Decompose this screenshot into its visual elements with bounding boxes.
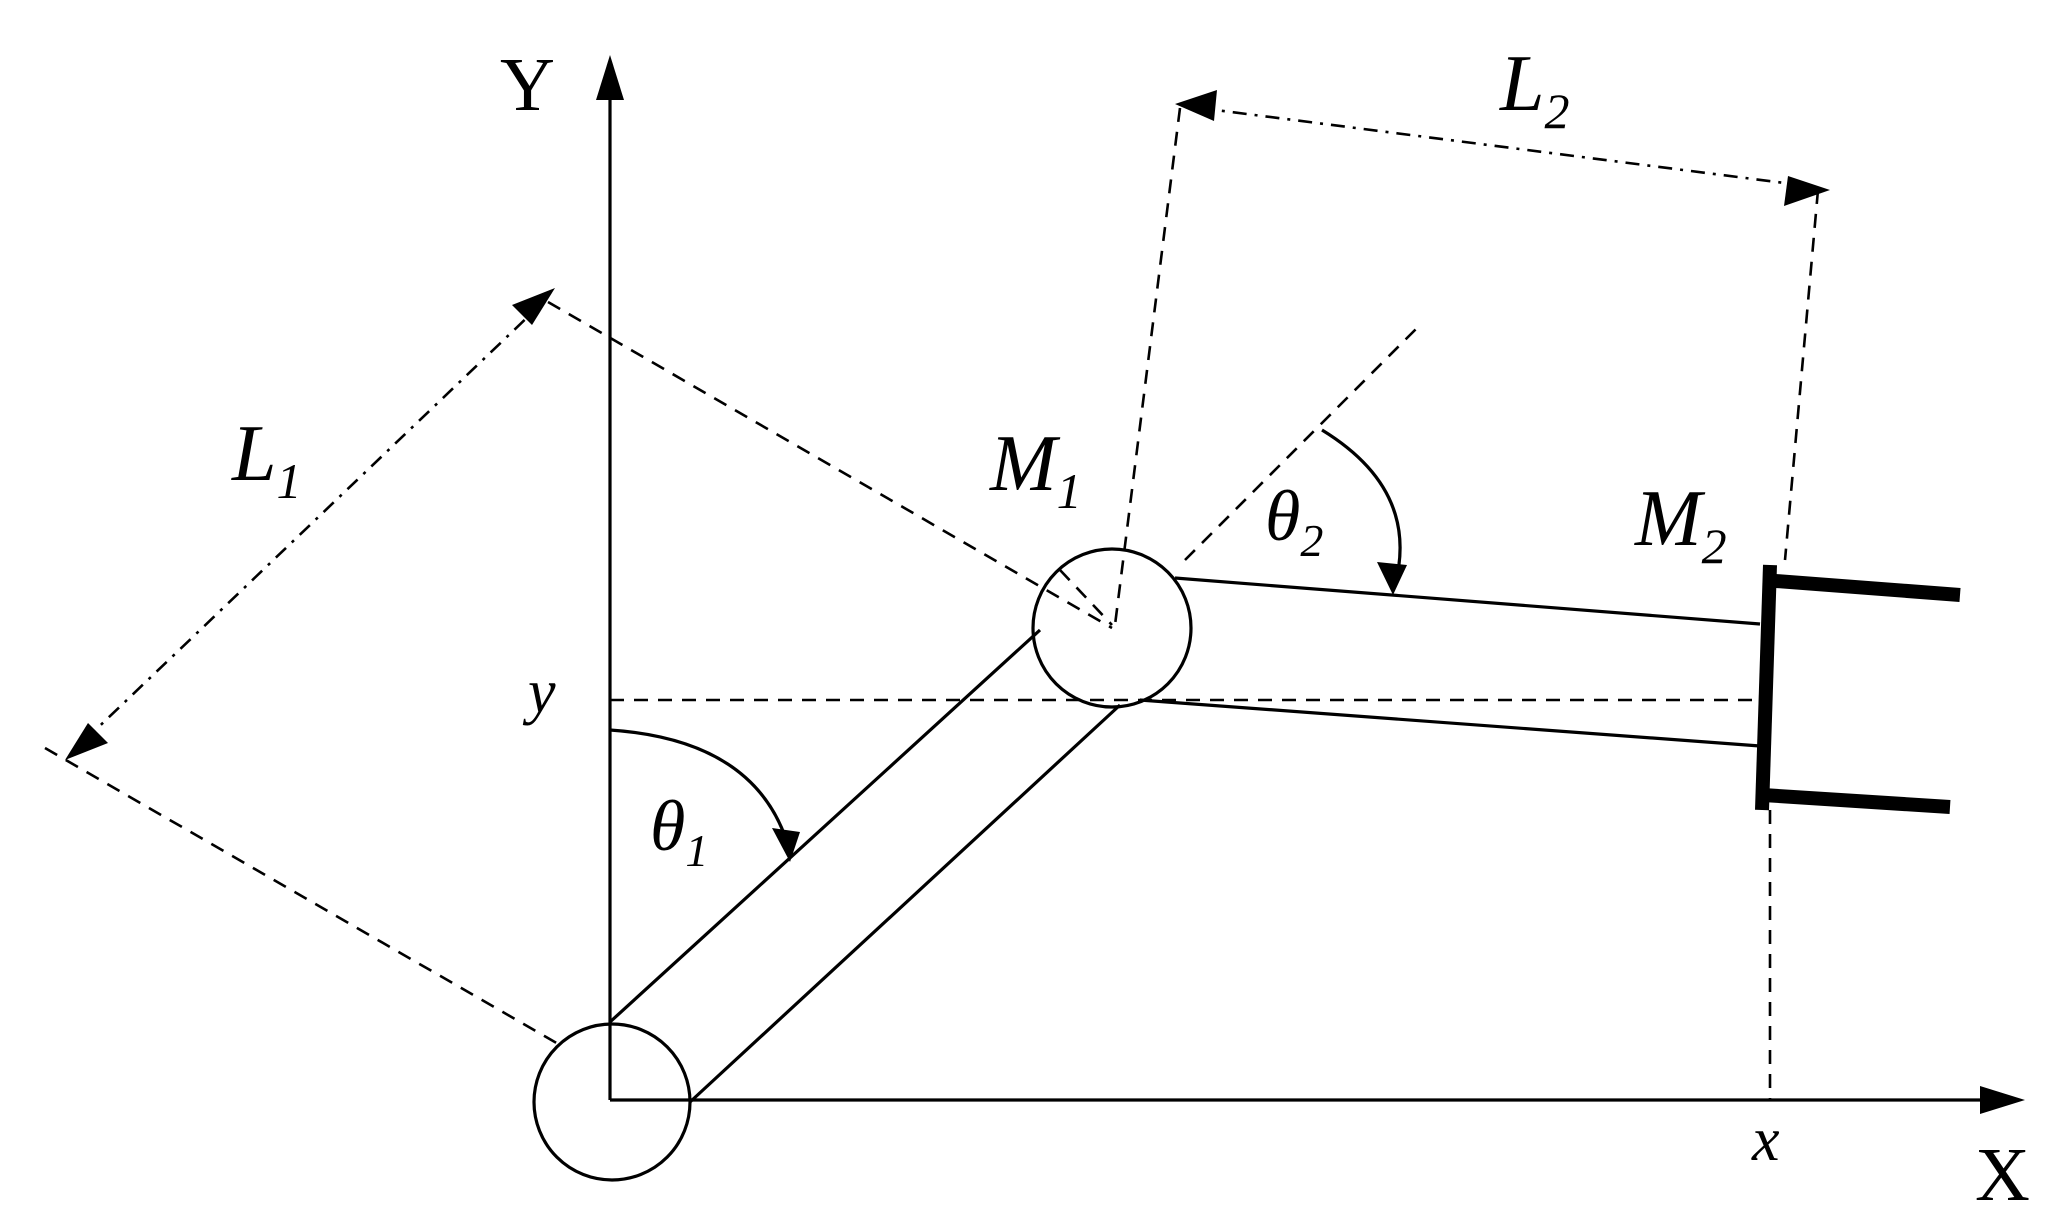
link1-direction-extension xyxy=(1184,324,1421,561)
base-joint-circle xyxy=(532,1022,692,1182)
theta1-label: θ1 xyxy=(650,786,708,876)
l2-arrowhead-right xyxy=(1784,176,1830,206)
y-axis-label: Y xyxy=(500,43,555,127)
gripper-vertical-bar xyxy=(1755,564,1777,811)
link2-perpendicular-right xyxy=(1783,189,1820,561)
l2-arrowhead-left xyxy=(1175,90,1217,121)
theta2-arc xyxy=(1321,428,1402,586)
l2-dimension-line xyxy=(1199,106,1801,187)
x-coordinate-label: x xyxy=(1751,1106,1780,1174)
m1-center-leader xyxy=(1059,569,1113,626)
y-coordinate-label: y xyxy=(522,658,556,726)
link2-perpendicular-left xyxy=(1113,107,1182,626)
x-axis-arrowhead xyxy=(1980,1086,2025,1114)
joint-m2-label: M2 xyxy=(1634,475,1727,574)
link1-perpendicular-bottom xyxy=(44,746,561,1047)
l1-arrowhead-top xyxy=(512,288,555,325)
l1-arrowhead-bottom xyxy=(65,723,108,760)
joint-m1-circle xyxy=(1031,547,1193,709)
link2-upper-edge xyxy=(1174,576,1761,626)
l1-dimension-line xyxy=(84,309,536,741)
link1-upper-edge xyxy=(608,628,1042,1024)
link1-extension-line xyxy=(547,300,1113,630)
theta2-arrowhead xyxy=(1377,562,1407,595)
gripper-upper-finger xyxy=(1762,573,1961,602)
link1-lower-edge xyxy=(688,703,1122,1104)
joint-m1-label: M1 xyxy=(989,420,1082,519)
y-axis-arrowhead xyxy=(596,55,624,100)
link2-lower-edge xyxy=(1139,698,1761,748)
x-axis-label: X xyxy=(1975,1133,2030,1217)
theta1-arrowhead xyxy=(772,828,800,862)
theta2-label: θ2 xyxy=(1265,476,1323,566)
gripper-lower-finger xyxy=(1762,788,1951,814)
theta1-arc xyxy=(609,728,792,853)
l2-label: L2 xyxy=(1499,40,1570,139)
l1-label: L1 xyxy=(231,410,302,509)
